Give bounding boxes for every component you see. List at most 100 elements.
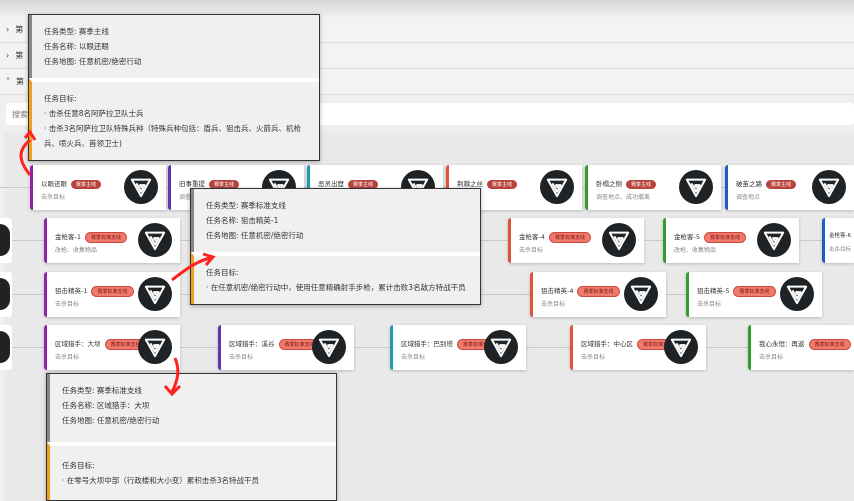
task-badge: 赛季主线 bbox=[71, 179, 102, 189]
task-card[interactable]: 破茧之路赛季主线调查地点 bbox=[725, 165, 854, 210]
task-title-text: 卧榻之侧 bbox=[596, 180, 622, 188]
logo-icon bbox=[0, 278, 10, 310]
partial-card[interactable] bbox=[0, 272, 12, 317]
task-title: 以眼还眼赛季主线 bbox=[41, 178, 102, 189]
task-title: 破茧之路赛季主线 bbox=[736, 178, 797, 189]
task-title-text: 金枪客-5 bbox=[674, 233, 700, 241]
task-map: 任务地图: 任意机密/绝密行动 bbox=[206, 231, 304, 240]
task-title-text: 区域猎手：溪谷 bbox=[229, 340, 275, 348]
accordion-label: 第 bbox=[15, 51, 24, 60]
task-badge: 赛季标准支线 bbox=[703, 231, 746, 243]
task-subtitle: 击杀目标 bbox=[541, 301, 566, 308]
logo-icon bbox=[124, 170, 158, 204]
red-arrow-head bbox=[163, 384, 182, 397]
logo-icon bbox=[138, 330, 172, 364]
task-subtitle: 击杀目标 bbox=[229, 354, 254, 361]
task-title-text: 我心永恒：再返 bbox=[759, 340, 805, 348]
task-card[interactable]: 卧榻之侧赛季主线调查地点、成功撤离 bbox=[585, 165, 721, 210]
task-subtitle: 击杀目标 bbox=[401, 354, 426, 361]
logo-glyph bbox=[490, 338, 512, 358]
task-subtitle: 击杀目标 bbox=[55, 301, 80, 308]
red-arrow bbox=[19, 138, 32, 176]
task-info-section: 任务类型: 赛季标准支线任务名称: 区域猎手：大坝任务地图: 任意机密/绝密行动 bbox=[47, 374, 336, 442]
goal-item: · 击杀任意8名阿萨拉卫队士兵 bbox=[44, 109, 144, 118]
task-title-text: 旧事重提 bbox=[179, 180, 205, 188]
task-title-text: 金枪客-6 bbox=[829, 233, 851, 239]
task-badge: 赛季标准支线 bbox=[733, 285, 776, 297]
logo-icon bbox=[138, 277, 172, 311]
red-arrow bbox=[170, 357, 180, 393]
task-title-text: 金枪客-1 bbox=[55, 233, 81, 241]
task-card[interactable]: 我心永恒：再返赛季标准支线击杀目标 bbox=[748, 325, 854, 370]
logo-icon bbox=[484, 330, 518, 364]
task-title-text: 狙击精英-1 bbox=[55, 287, 88, 295]
task-badge: 赛季标准支线 bbox=[808, 338, 851, 350]
task-card[interactable]: 区域猎手：大坝赛季标准支线击杀目标 bbox=[44, 325, 180, 370]
goal-label: 任务目标: bbox=[44, 94, 77, 103]
goal-label: 任务目标: bbox=[62, 461, 95, 470]
task-title-text: 区域猎手：巴别塔 bbox=[401, 340, 453, 348]
task-card[interactable]: 金枪客-6 击杀目标 bbox=[822, 218, 854, 263]
goal-item: · 击杀3名阿萨拉卫队特殊兵种（特殊兵种包括：盾兵、狙击兵、火箭兵、机枪兵、喷火… bbox=[44, 124, 302, 148]
task-subtitle: 击杀目标 bbox=[41, 194, 66, 201]
partial-card[interactable] bbox=[0, 218, 12, 263]
task-tooltip: 任务类型: 赛季标准支线任务名称: 区域猎手：大坝任务地图: 任意机密/绝密行动… bbox=[46, 373, 337, 501]
task-subtitle: 击杀目标 bbox=[55, 354, 80, 361]
task-goal-section: 任务目标: · 在零号大坝中部（行政楼和大小变）累积击杀3名特战干员 bbox=[47, 442, 336, 500]
accordion-label: 第 bbox=[15, 25, 24, 34]
top-bar bbox=[0, 0, 854, 16]
task-card[interactable]: 区域猎手：溪谷赛季标准支线击杀目标 bbox=[218, 325, 354, 370]
task-title-text: 区域猎手：大坝 bbox=[55, 340, 101, 348]
red-arrow-head bbox=[23, 129, 37, 141]
logo-icon bbox=[540, 170, 574, 204]
logo-glyph bbox=[546, 178, 568, 198]
task-title: 恶灵出窟赛季主线 bbox=[318, 178, 379, 189]
logo-glyph bbox=[786, 285, 808, 305]
task-type: 任务类型: 赛季标准支线 bbox=[206, 201, 286, 210]
task-title: 金枪客-6 bbox=[829, 231, 851, 239]
task-badge: 赛季标准支线 bbox=[84, 231, 127, 243]
task-badge: 赛季主线 bbox=[487, 179, 518, 189]
task-goal-section: 任务目标: · 在任意机密/绝密行动中，使用任意精确射手步枪，累计击败3名敌方特战… bbox=[191, 252, 480, 304]
logo-glyph bbox=[130, 178, 152, 198]
task-card[interactable]: 区域猎手：中心区赛季标准支线击杀目标 bbox=[570, 325, 706, 370]
task-type: 任务类型: 赛季标准支线 bbox=[62, 386, 142, 395]
task-title-text: 区域猎手：中心区 bbox=[581, 340, 633, 348]
task-goal-section: 任务目标: · 击杀任意8名阿萨拉卫队士兵 · 击杀3名阿萨拉卫队特殊兵种（特殊兵种… bbox=[29, 78, 319, 160]
partial-card[interactable] bbox=[0, 325, 12, 370]
goal-item: · 在零号大坝中部（行政楼和大小变）累积击杀3名特战干员 bbox=[62, 476, 260, 485]
task-badge: 赛季标准支线 bbox=[577, 285, 620, 297]
task-subtitle: 击杀目标 bbox=[829, 247, 852, 253]
task-badge: 赛季主线 bbox=[766, 179, 797, 189]
logo-glyph bbox=[144, 285, 166, 305]
logo-glyph bbox=[818, 178, 840, 198]
task-subtitle: 击杀目标 bbox=[697, 301, 722, 308]
task-badge: 赛季标准支线 bbox=[548, 231, 591, 243]
task-card[interactable]: 区域猎手：巴别塔赛季标准支线击杀目标 bbox=[390, 325, 526, 370]
task-title: 荆棘之丝赛季主线 bbox=[457, 178, 518, 189]
task-title: 旧事重提赛季主线 bbox=[179, 178, 240, 189]
accordion-label: 第 bbox=[16, 77, 24, 86]
task-name: 任务名称: 以眼还眼 bbox=[44, 42, 109, 51]
red-arrow-head bbox=[202, 252, 216, 266]
goal-item: · 在任意机密/绝密行动中，使用任意精确射手步枪，累计击败3名敌方特战干员 bbox=[206, 283, 466, 292]
chevron-down-icon: ˅ bbox=[6, 77, 10, 86]
chevron-right-icon: › bbox=[6, 51, 10, 60]
task-title-text: 以眼还眼 bbox=[41, 180, 67, 188]
logo-glyph bbox=[318, 338, 340, 358]
task-title: 我心永恒：再返赛季标准支线 bbox=[759, 338, 851, 350]
logo-icon bbox=[624, 277, 658, 311]
goal-label: 任务目标: bbox=[206, 268, 239, 277]
task-card[interactable]: 以眼还眼赛季主线击杀目标 bbox=[30, 165, 166, 210]
task-title-text: 恶灵出窟 bbox=[318, 180, 344, 188]
